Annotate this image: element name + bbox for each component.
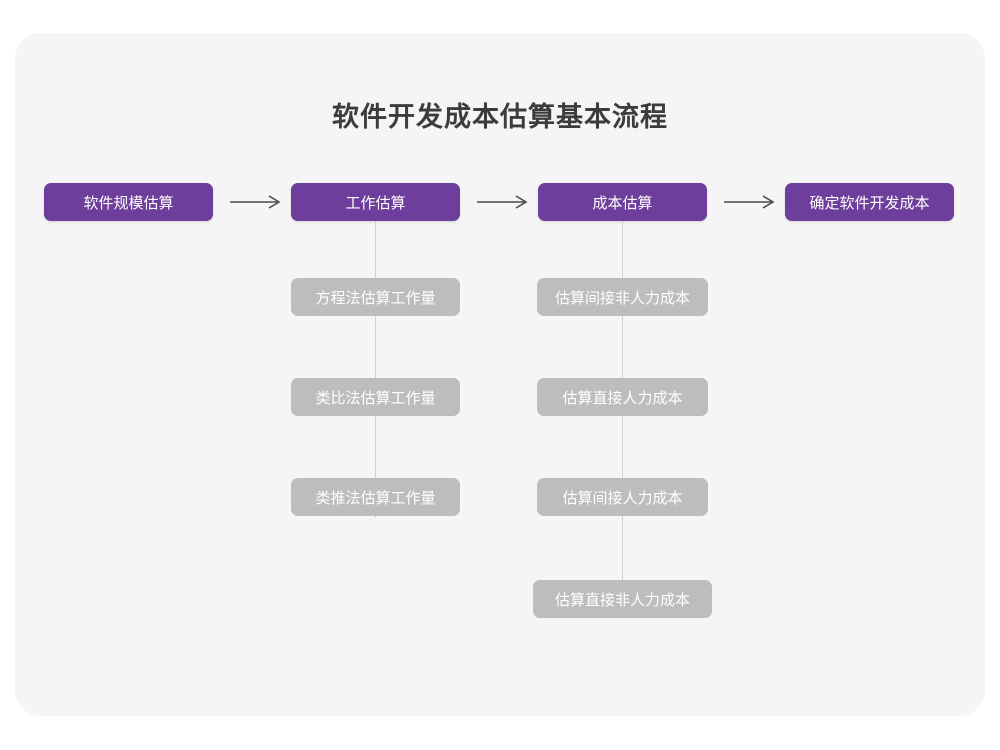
branch1-item-inference-method[interactable]: 类推法估算工作量: [291, 478, 460, 516]
flow-arrow-3: [719, 183, 783, 221]
branch1-item-analogy-method[interactable]: 类比法估算工作量: [291, 378, 460, 416]
main-step-determine-development-cost[interactable]: 确定软件开发成本: [785, 183, 954, 221]
branch2-item-indirect-labor-cost[interactable]: 估算间接人力成本: [537, 478, 708, 516]
branch1-item-equation-method[interactable]: 方程法估算工作量: [291, 278, 460, 316]
flow-arrow-2: [472, 183, 536, 221]
branch2-item-direct-labor-cost[interactable]: 估算直接人力成本: [537, 378, 708, 416]
main-step-software-scale-estimation[interactable]: 软件规模估算: [44, 183, 213, 221]
page-title: 软件开发成本估算基本流程: [332, 102, 668, 132]
branch2-item-indirect-nonlabor-cost[interactable]: 估算间接非人力成本: [537, 278, 708, 316]
flow-arrow-1: [225, 183, 289, 221]
main-step-cost-estimation[interactable]: 成本估算: [538, 183, 707, 221]
main-step-effort-estimation[interactable]: 工作估算: [291, 183, 460, 221]
diagram-card: [15, 33, 985, 716]
branch2-item-direct-nonlabor-cost[interactable]: 估算直接非人力成本: [533, 580, 712, 618]
branch-connector-line-1: [375, 206, 376, 518]
